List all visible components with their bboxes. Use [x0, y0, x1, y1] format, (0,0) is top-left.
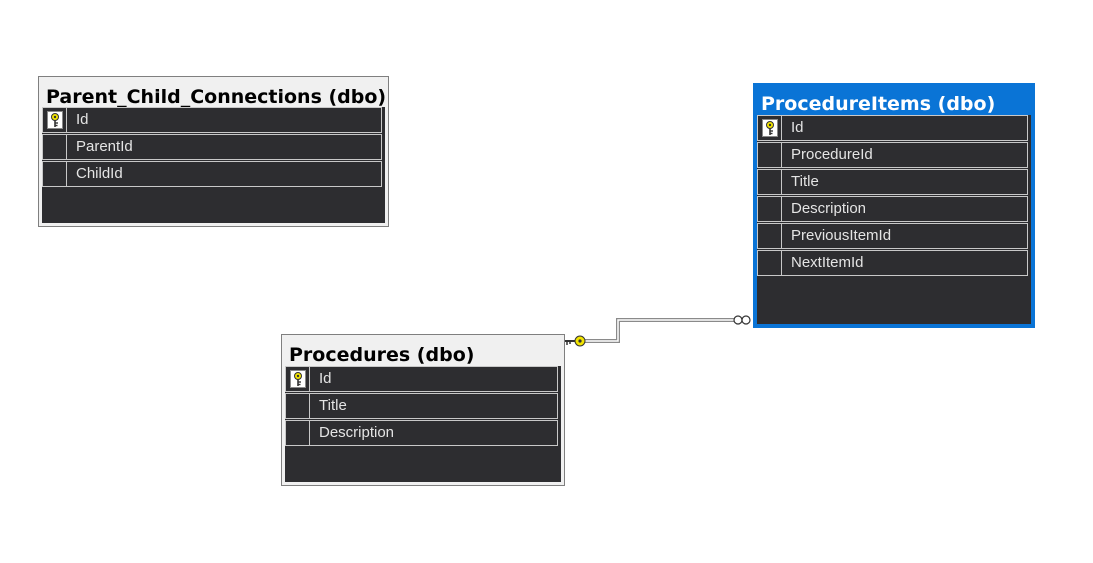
column-name: PreviousItemId — [791, 227, 892, 244]
column-name: ChildId — [76, 165, 123, 182]
row-selector[interactable] — [758, 251, 782, 275]
table-body: Id Title Description — [285, 366, 561, 482]
key-icon — [565, 335, 586, 347]
row-selector[interactable] — [43, 108, 67, 132]
column-row-childid[interactable]: ChildId — [42, 161, 382, 187]
row-selector[interactable] — [758, 116, 782, 140]
column-row-title[interactable]: Title — [757, 169, 1028, 195]
row-selector[interactable] — [286, 394, 310, 418]
column-row-procedureid[interactable]: ProcedureId — [757, 142, 1028, 168]
primary-key-icon — [47, 111, 63, 129]
column-row-parentid[interactable]: ParentId — [42, 134, 382, 160]
column-name: Description — [791, 200, 867, 217]
column-name: Title — [319, 397, 347, 414]
table-procedureitems[interactable]: ProcedureItems (dbo) Id ProcedureId — [753, 83, 1035, 328]
table-parent-child-connections[interactable]: Parent_Child_Connections (dbo) Id Parent… — [38, 76, 389, 227]
table-title: Parent_Child_Connections (dbo) — [46, 86, 387, 108]
column-name: ParentId — [76, 138, 133, 155]
row-selector[interactable] — [758, 143, 782, 167]
row-selector[interactable] — [758, 224, 782, 248]
column-row-id[interactable]: Id — [42, 107, 382, 133]
primary-key-icon — [290, 370, 306, 388]
table-body: Id ProcedureId Title Description Previou… — [757, 115, 1031, 324]
column-row-description[interactable]: Description — [757, 196, 1028, 222]
column-row-title[interactable]: Title — [285, 393, 558, 419]
row-selector[interactable] — [758, 197, 782, 221]
column-row-id[interactable]: Id — [757, 115, 1028, 141]
column-name: Id — [791, 119, 804, 136]
column-name: NextItemId — [791, 254, 864, 271]
table-procedures[interactable]: Procedures (dbo) Id Title — [281, 334, 565, 486]
column-name: Id — [76, 111, 89, 128]
primary-key-icon — [762, 119, 778, 137]
row-selector[interactable] — [286, 421, 310, 445]
table-title: Procedures (dbo) — [289, 344, 475, 366]
column-row-nextitemid[interactable]: NextItemId — [757, 250, 1028, 276]
column-name: Title — [791, 173, 819, 190]
row-selector[interactable] — [43, 135, 67, 159]
column-row-previousitemid[interactable]: PreviousItemId — [757, 223, 1028, 249]
column-row-id[interactable]: Id — [285, 366, 558, 392]
relationship-path[interactable] — [585, 318, 738, 343]
row-selector[interactable] — [43, 162, 67, 186]
row-selector[interactable] — [286, 367, 310, 391]
column-name: Id — [319, 370, 332, 387]
row-selector[interactable] — [758, 170, 782, 194]
column-row-description[interactable]: Description — [285, 420, 558, 446]
column-name: ProcedureId — [791, 146, 873, 163]
infinity-icon — [733, 315, 751, 325]
table-title: ProcedureItems (dbo) — [761, 93, 996, 115]
column-name: Description — [319, 424, 395, 441]
table-body: Id ParentId ChildId — [42, 107, 385, 223]
